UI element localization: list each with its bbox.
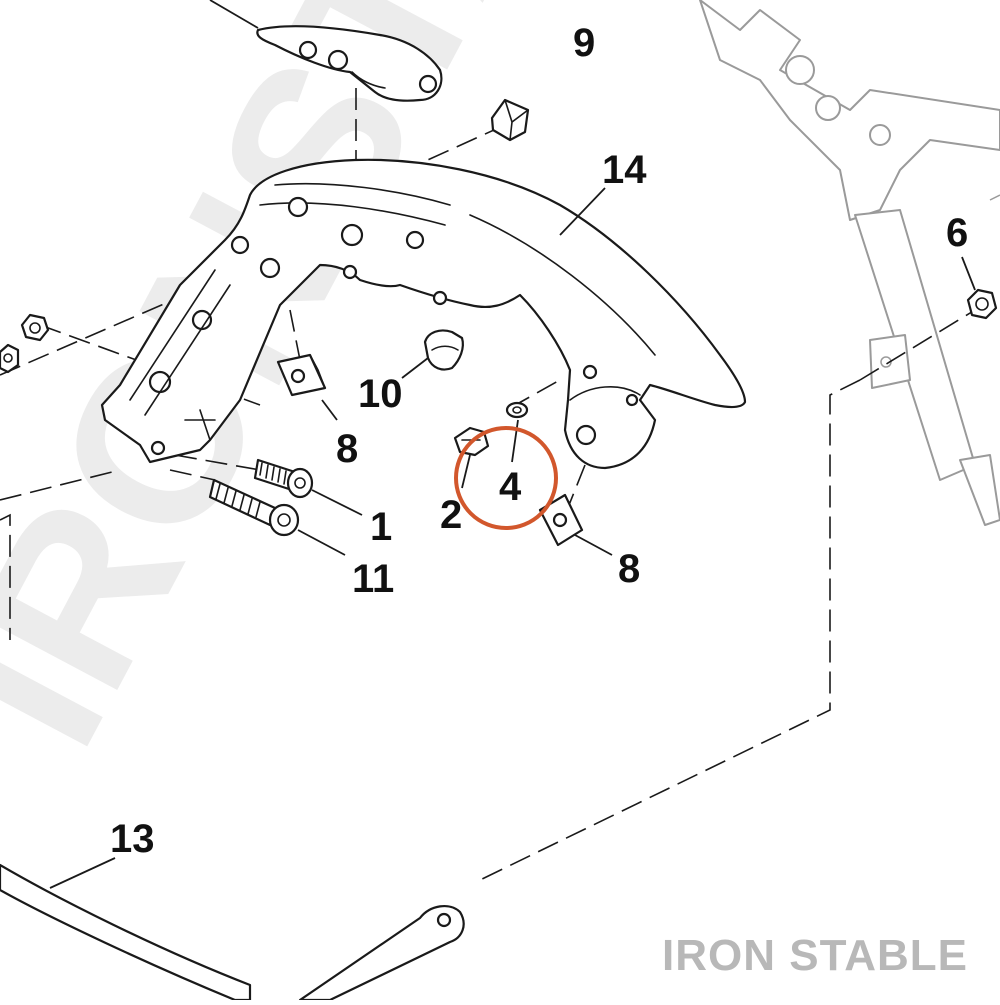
callout-1: 1 — [370, 505, 392, 549]
callout-labels: 9 14 6 10 8 4 2 1 11 8 13 — [110, 21, 968, 861]
callout-14: 14 — [602, 148, 647, 192]
part-clip-10 — [401, 329, 464, 379]
part-left-nuts — [0, 313, 50, 374]
part-speed-nut-lower — [538, 493, 613, 556]
callout-8-lower: 8 — [618, 547, 640, 591]
callout-10: 10 — [358, 372, 403, 416]
part-bolt-long-11 — [208, 478, 346, 556]
highlight-circle — [454, 426, 558, 530]
brand-wordmark: IRON STABLE — [662, 931, 968, 980]
part-washer-4 — [505, 401, 529, 463]
ghost-frame-strut — [699, 0, 1000, 526]
callout-6: 6 — [946, 211, 968, 255]
part-speed-nut-upper — [276, 353, 338, 421]
part-rod-13 — [0, 857, 465, 1002]
part-bolt-short-1 — [253, 458, 363, 516]
part-top-bracket — [209, 0, 443, 102]
callout-13: 13 — [110, 817, 155, 861]
callout-4: 4 — [499, 465, 522, 509]
part-main-fender-bracket — [100, 158, 747, 470]
callout-2: 2 — [440, 493, 462, 537]
part-small-block — [490, 98, 530, 142]
callout-11: 11 — [352, 557, 394, 601]
callout-8-upper: 8 — [336, 427, 358, 471]
part-nut-6 — [961, 256, 998, 320]
callout-9: 9 — [573, 21, 595, 65]
